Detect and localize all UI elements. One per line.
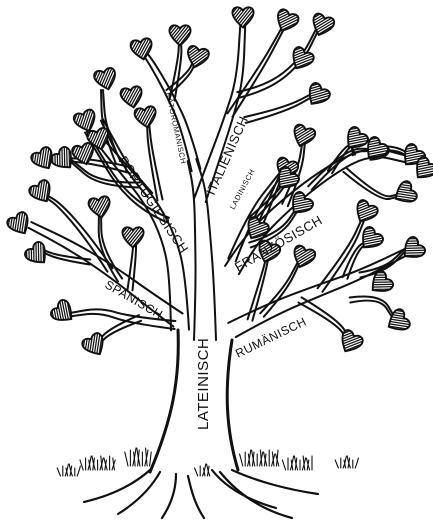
leaf [106,29,178,69]
leaf [281,64,353,127]
leaf [314,313,387,372]
leaf [209,3,277,32]
grass-tufts [57,448,358,476]
leaf [146,21,214,50]
twig [244,91,318,123]
leaf [30,277,96,348]
leaf [348,248,414,319]
twig [343,168,400,199]
leaf [0,195,56,254]
tree-roots [84,470,318,518]
tree-trunk [150,330,238,472]
leaf [368,285,427,358]
leaf [2,221,73,287]
leaf [5,163,78,222]
trunk-label-lateinisch: LATEINISCH [195,338,212,430]
branch-label-ladinisch: LADINISCH [228,167,257,211]
leaf [285,0,359,50]
branch-label-rumaenisch: RUMÄNISCH [233,314,308,360]
twig [40,249,91,264]
twig [350,297,396,321]
leaf [161,34,234,79]
tree-branches [29,20,421,347]
leaf [380,214,433,285]
branch-label-raetoromanisch: RÄTOROMANISCH [164,92,188,165]
